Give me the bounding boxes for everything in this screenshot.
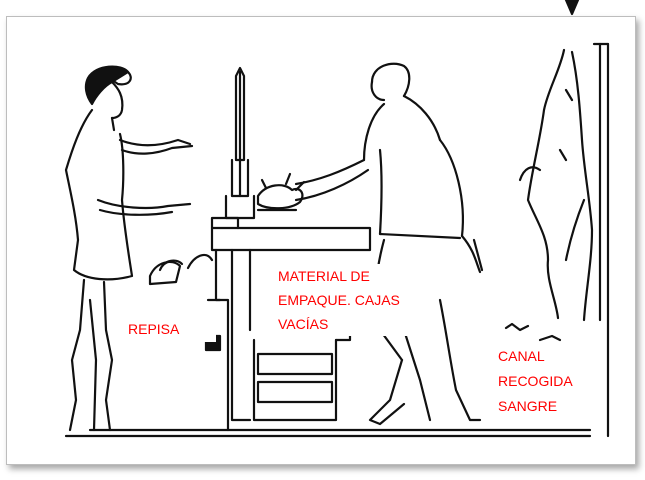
chickens-on-counter: [258, 174, 304, 210]
weighing-scale: [226, 68, 254, 218]
hanging-carcass: [520, 50, 592, 320]
repisa-text: REPISA: [128, 321, 179, 337]
ground-marks: [506, 324, 560, 340]
material-line-3: VACÍAS: [278, 312, 426, 336]
material-line-2: EMPAQUE. CAJAS: [278, 288, 426, 312]
basket: [150, 255, 212, 284]
wall-frame: [594, 44, 608, 436]
cropped-glyph: [566, 0, 578, 14]
label-repisa: REPISA: [126, 318, 216, 342]
customer-figure: [66, 67, 192, 430]
canal-line-2: RECOGIDA: [498, 369, 594, 394]
canal-line-3: SANGRE: [498, 394, 594, 419]
butcher-figure: [296, 64, 482, 424]
material-line-1: MATERIAL DE: [278, 264, 426, 288]
canal-line-1: CANAL: [498, 344, 594, 369]
label-canal-recogida: CANAL RECOGIDA SANGRE: [496, 344, 596, 419]
label-material-empaque: MATERIAL DE EMPAQUE. CAJAS VACÍAS: [276, 264, 428, 336]
